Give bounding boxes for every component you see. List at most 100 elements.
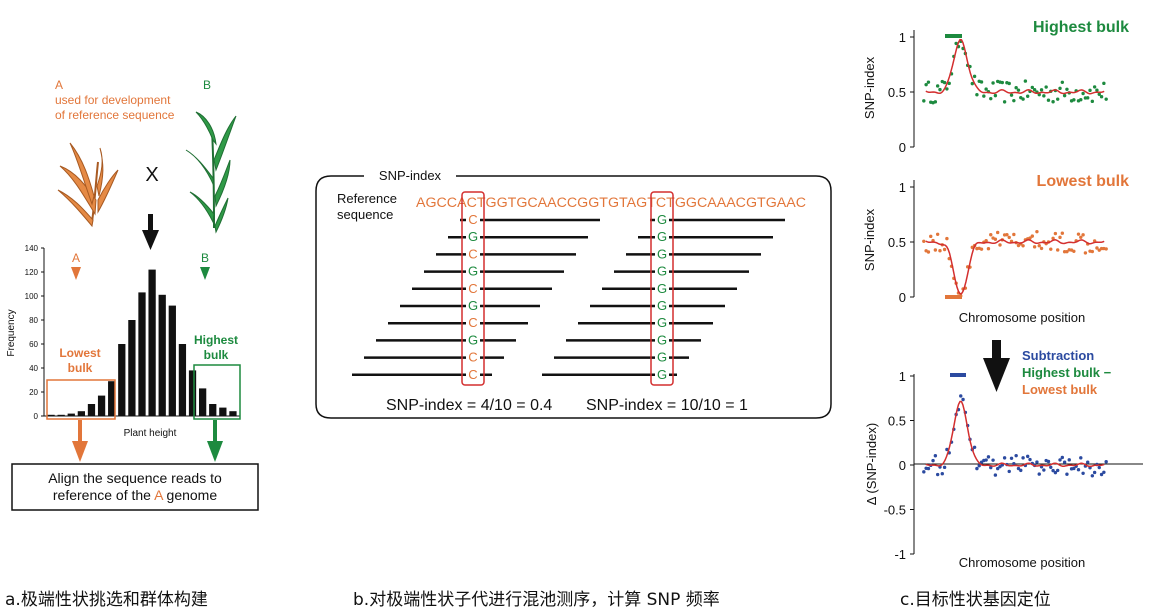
histogram-tick-label: 20 (29, 388, 38, 397)
highest-bulk-trend-line (925, 38, 1105, 95)
snp2-base: G (657, 298, 667, 313)
cross-down-arrow (142, 214, 159, 250)
highest-bulk-point (1023, 79, 1028, 83)
axis-tick-label: 0.5 (888, 414, 906, 429)
highest-bulk-label-2: bulk (204, 348, 229, 362)
axis-tick-label: -0.5 (884, 503, 906, 518)
highest-bulk-point (1102, 81, 1106, 86)
delta-point (1086, 460, 1090, 464)
histogram-tick-label: 60 (29, 340, 38, 349)
arrow-a-label: A (72, 251, 80, 265)
delta-point (1012, 462, 1016, 466)
highest-bulk-point (1081, 91, 1085, 96)
highest-bulk-point (933, 100, 938, 104)
highest-bulk-point (1065, 87, 1069, 91)
histogram-xlabel: Plant height (124, 428, 177, 439)
lowest-bulk-point (1037, 244, 1041, 248)
delta-point (1067, 458, 1071, 462)
delta-point (1016, 466, 1021, 471)
delta-point (1014, 453, 1018, 458)
lowest-bulk-point (1083, 251, 1088, 255)
delta-point (1079, 456, 1083, 460)
base-backdrop (466, 212, 480, 227)
highest-bulk-point (1097, 92, 1101, 96)
highest-bulk-point (1058, 86, 1062, 91)
align-text-2: reference of the A genome (53, 487, 217, 503)
snp1-base: C (468, 315, 477, 330)
lowest-bulk-title: Lowest bulk (1037, 173, 1130, 190)
histogram-bar (57, 414, 65, 416)
lowest-bulk-box (46, 379, 116, 420)
highest-bulk-point (1088, 88, 1092, 93)
delta-point (1072, 466, 1076, 471)
highest-bulk-point (1104, 97, 1108, 101)
delta-point (1058, 458, 1062, 462)
delta-point (1046, 459, 1051, 464)
highest-bulk-point (1000, 80, 1005, 85)
highest-bulk-box (193, 364, 241, 420)
lowest-bulk-point (1065, 249, 1069, 254)
snp1-base: G (468, 332, 478, 347)
highest-bulk-point (1046, 98, 1051, 102)
lowest-bulk-point (1005, 232, 1009, 237)
lowest-bulk-point (1012, 232, 1016, 237)
histogram-bar (158, 294, 166, 416)
delta-point (1092, 470, 1097, 475)
highest-bulk-point (993, 93, 998, 98)
delta-point (922, 470, 926, 474)
highest-ylabel: SNP-index (862, 56, 877, 119)
base-backdrop (466, 229, 480, 245)
parent-a-letter: A (55, 78, 63, 92)
delta-point (1062, 460, 1067, 464)
lowest-bulk-point (1035, 229, 1039, 234)
delta-point (961, 397, 965, 402)
snp2-base: G (657, 229, 667, 244)
short-plant-icon (57, 142, 119, 228)
highest-bulk-point (989, 96, 993, 101)
highest-bulk-point (1009, 93, 1014, 97)
snp-box-title: SNP-index (379, 168, 442, 183)
lowest-bulk-point (1072, 249, 1076, 254)
axis-tick-label: 1 (899, 369, 906, 384)
lowest-bulk-point (926, 250, 931, 254)
lowest-bulk-point (1053, 231, 1058, 236)
highest-bulk-point (922, 99, 926, 103)
align-box (11, 463, 259, 511)
lowest-ylabel: SNP-index (862, 208, 877, 271)
histogram-tick-label: 80 (29, 316, 38, 325)
arrow-a-marker (71, 267, 81, 280)
lowest-bulk-label-2: bulk (68, 361, 93, 375)
delta-point (1009, 456, 1014, 460)
delta-trend-line (925, 400, 1105, 468)
delta-point (1019, 468, 1023, 473)
histogram-bar (219, 407, 227, 416)
base-backdrop (655, 349, 669, 365)
delta-point (931, 458, 935, 463)
histogram-bar (209, 404, 217, 416)
lowest-bulk-point (1090, 249, 1095, 254)
subtraction-label-2: Highest bulk − (1022, 365, 1112, 380)
base-backdrop (655, 298, 669, 313)
base-backdrop (466, 280, 480, 296)
highest-bulk-point (942, 80, 947, 85)
arrow-b-marker (200, 267, 210, 280)
delta-point (989, 465, 993, 470)
parent-b-letter: B (203, 78, 211, 92)
histogram-bar (87, 404, 96, 416)
lowest-bulk-point (1079, 235, 1083, 239)
panel-c: Highest bulk 00.51 SNP-index Lowest bulk… (862, 19, 1143, 570)
delta-point (1007, 469, 1011, 474)
delta-point (1053, 470, 1058, 475)
histogram-bar (47, 414, 55, 416)
lowest-bulk-point (986, 246, 991, 251)
base-backdrop (466, 349, 480, 365)
axis-tick-label: 0 (899, 290, 906, 305)
lowest-bulk-point (1028, 236, 1032, 240)
highest-tick-labels: 00.51 (888, 30, 914, 155)
delta-point (1028, 457, 1032, 462)
delta-point (1065, 472, 1069, 476)
lowest-bulk-point (1032, 245, 1037, 249)
lowest-bulk-points (922, 229, 1108, 298)
